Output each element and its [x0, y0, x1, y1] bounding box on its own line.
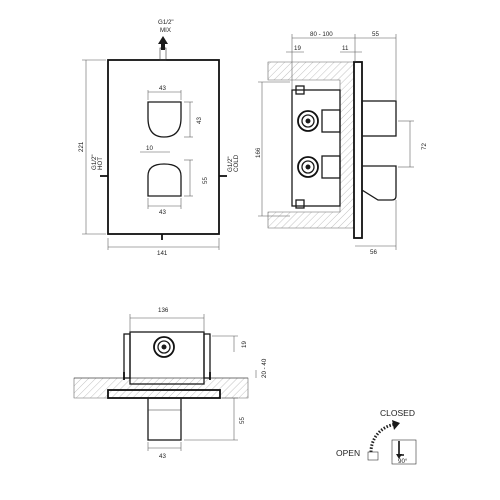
- open-label: OPEN: [336, 448, 360, 458]
- dim-spacing: 72: [421, 143, 428, 150]
- wall-section: [267, 61, 355, 229]
- mix-port-sub: MIX: [160, 27, 171, 34]
- dim-total-height: 166: [255, 147, 262, 158]
- upper-handle: [147, 101, 182, 138]
- bottom-handle: [147, 397, 182, 441]
- hot-port-label: G1/2": [91, 154, 98, 170]
- bottom-cartridge: [153, 336, 175, 358]
- dim-knob-width-bottom: 43: [159, 209, 166, 216]
- rotate-arrow-icon: [398, 441, 404, 456]
- mix-arrow-icon: [158, 36, 168, 50]
- dim-knob-height: 43: [196, 117, 203, 124]
- dim-front: 55: [372, 31, 379, 38]
- dim-plate-width: 141: [157, 250, 168, 257]
- dim-knob-height-bottom: 55: [202, 177, 209, 184]
- front-view: G1/2" MIX G1/2" HOT G1/2" COLD 43 43 10 …: [78, 19, 240, 257]
- closed-label: CLOSED: [380, 408, 415, 418]
- cold-port-label: G1/2": [227, 156, 234, 172]
- upper-handle-side: [361, 100, 397, 137]
- cold-port-sub: COLD: [233, 154, 240, 172]
- dim-right-small: 11: [342, 45, 349, 52]
- bottom-view: 136 19 20 - 40 55 43: [73, 307, 268, 460]
- bottom-body: [129, 331, 205, 385]
- angle-box: [391, 439, 417, 465]
- lower-handle-side: [361, 165, 397, 201]
- dim-depth-range: 80 - 100: [310, 31, 333, 38]
- dim-knob-width-top: 43: [159, 85, 166, 92]
- hot-port-sub: HOT: [97, 157, 104, 170]
- lower-cartridge: [297, 156, 319, 178]
- valve-body: [291, 89, 341, 207]
- dim-left: 19: [294, 45, 301, 52]
- angle-label: 90°: [398, 458, 408, 465]
- upper-cartridge: [297, 110, 319, 132]
- side-view: 80 - 100 55 19 11 166 72 56: [255, 31, 428, 256]
- dim-bottom-depth: 55: [239, 417, 246, 424]
- mix-port-label: G1/2": [158, 19, 174, 26]
- dim-bottom-knob: 43: [159, 453, 166, 460]
- operation-legend: CLOSED OPEN 90°: [336, 408, 417, 465]
- side-plate: [353, 61, 363, 239]
- dim-bottom-top: 19: [241, 341, 248, 348]
- dim-offset: 10: [146, 145, 153, 152]
- dim-bottom-width: 136: [158, 307, 169, 314]
- dim-plate-height: 221: [78, 141, 85, 152]
- bottom-wall: [73, 377, 249, 399]
- lower-handle: [147, 163, 182, 197]
- dim-bottom: 56: [370, 249, 377, 256]
- dim-bottom-wall: 20 - 40: [261, 358, 268, 378]
